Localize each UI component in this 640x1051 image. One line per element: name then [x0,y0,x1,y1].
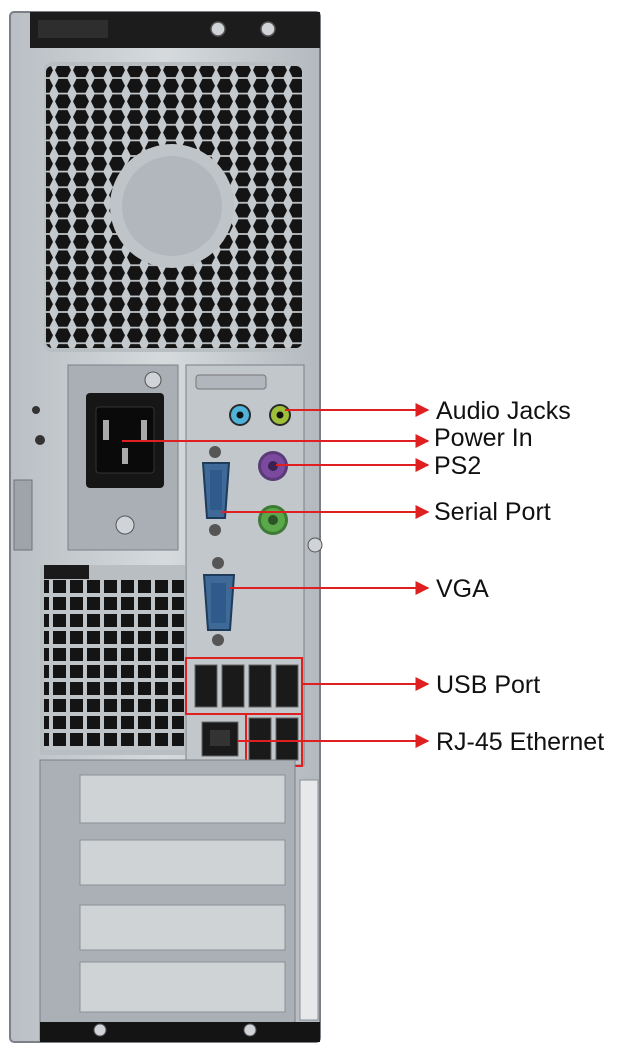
label-audio-jacks: Audio Jacks [436,397,571,425]
rj45-port [201,721,239,757]
usb-ports [194,664,299,761]
serial-port [201,446,231,536]
power-supply [67,364,179,551]
label-serial-port: Serial Port [434,498,551,526]
label-power-in: Power In [434,424,533,452]
usb-highlight-box [185,657,303,715]
label-vga: VGA [436,575,489,603]
vga-port [202,557,236,646]
io-shield [185,364,323,767]
vent-grill [40,565,185,755]
callout-labels: Audio Jacks Power In PS2 Serial Port VGA… [434,397,604,756]
audio-jacks [229,404,291,426]
label-ps2: PS2 [434,452,481,480]
label-rj45-ethernet: RJ-45 Ethernet [436,728,604,756]
callout-lines [122,403,430,748]
fan-grille [44,62,304,352]
label-usb-port: USB Port [436,671,540,699]
expansion-slots [39,759,320,1042]
